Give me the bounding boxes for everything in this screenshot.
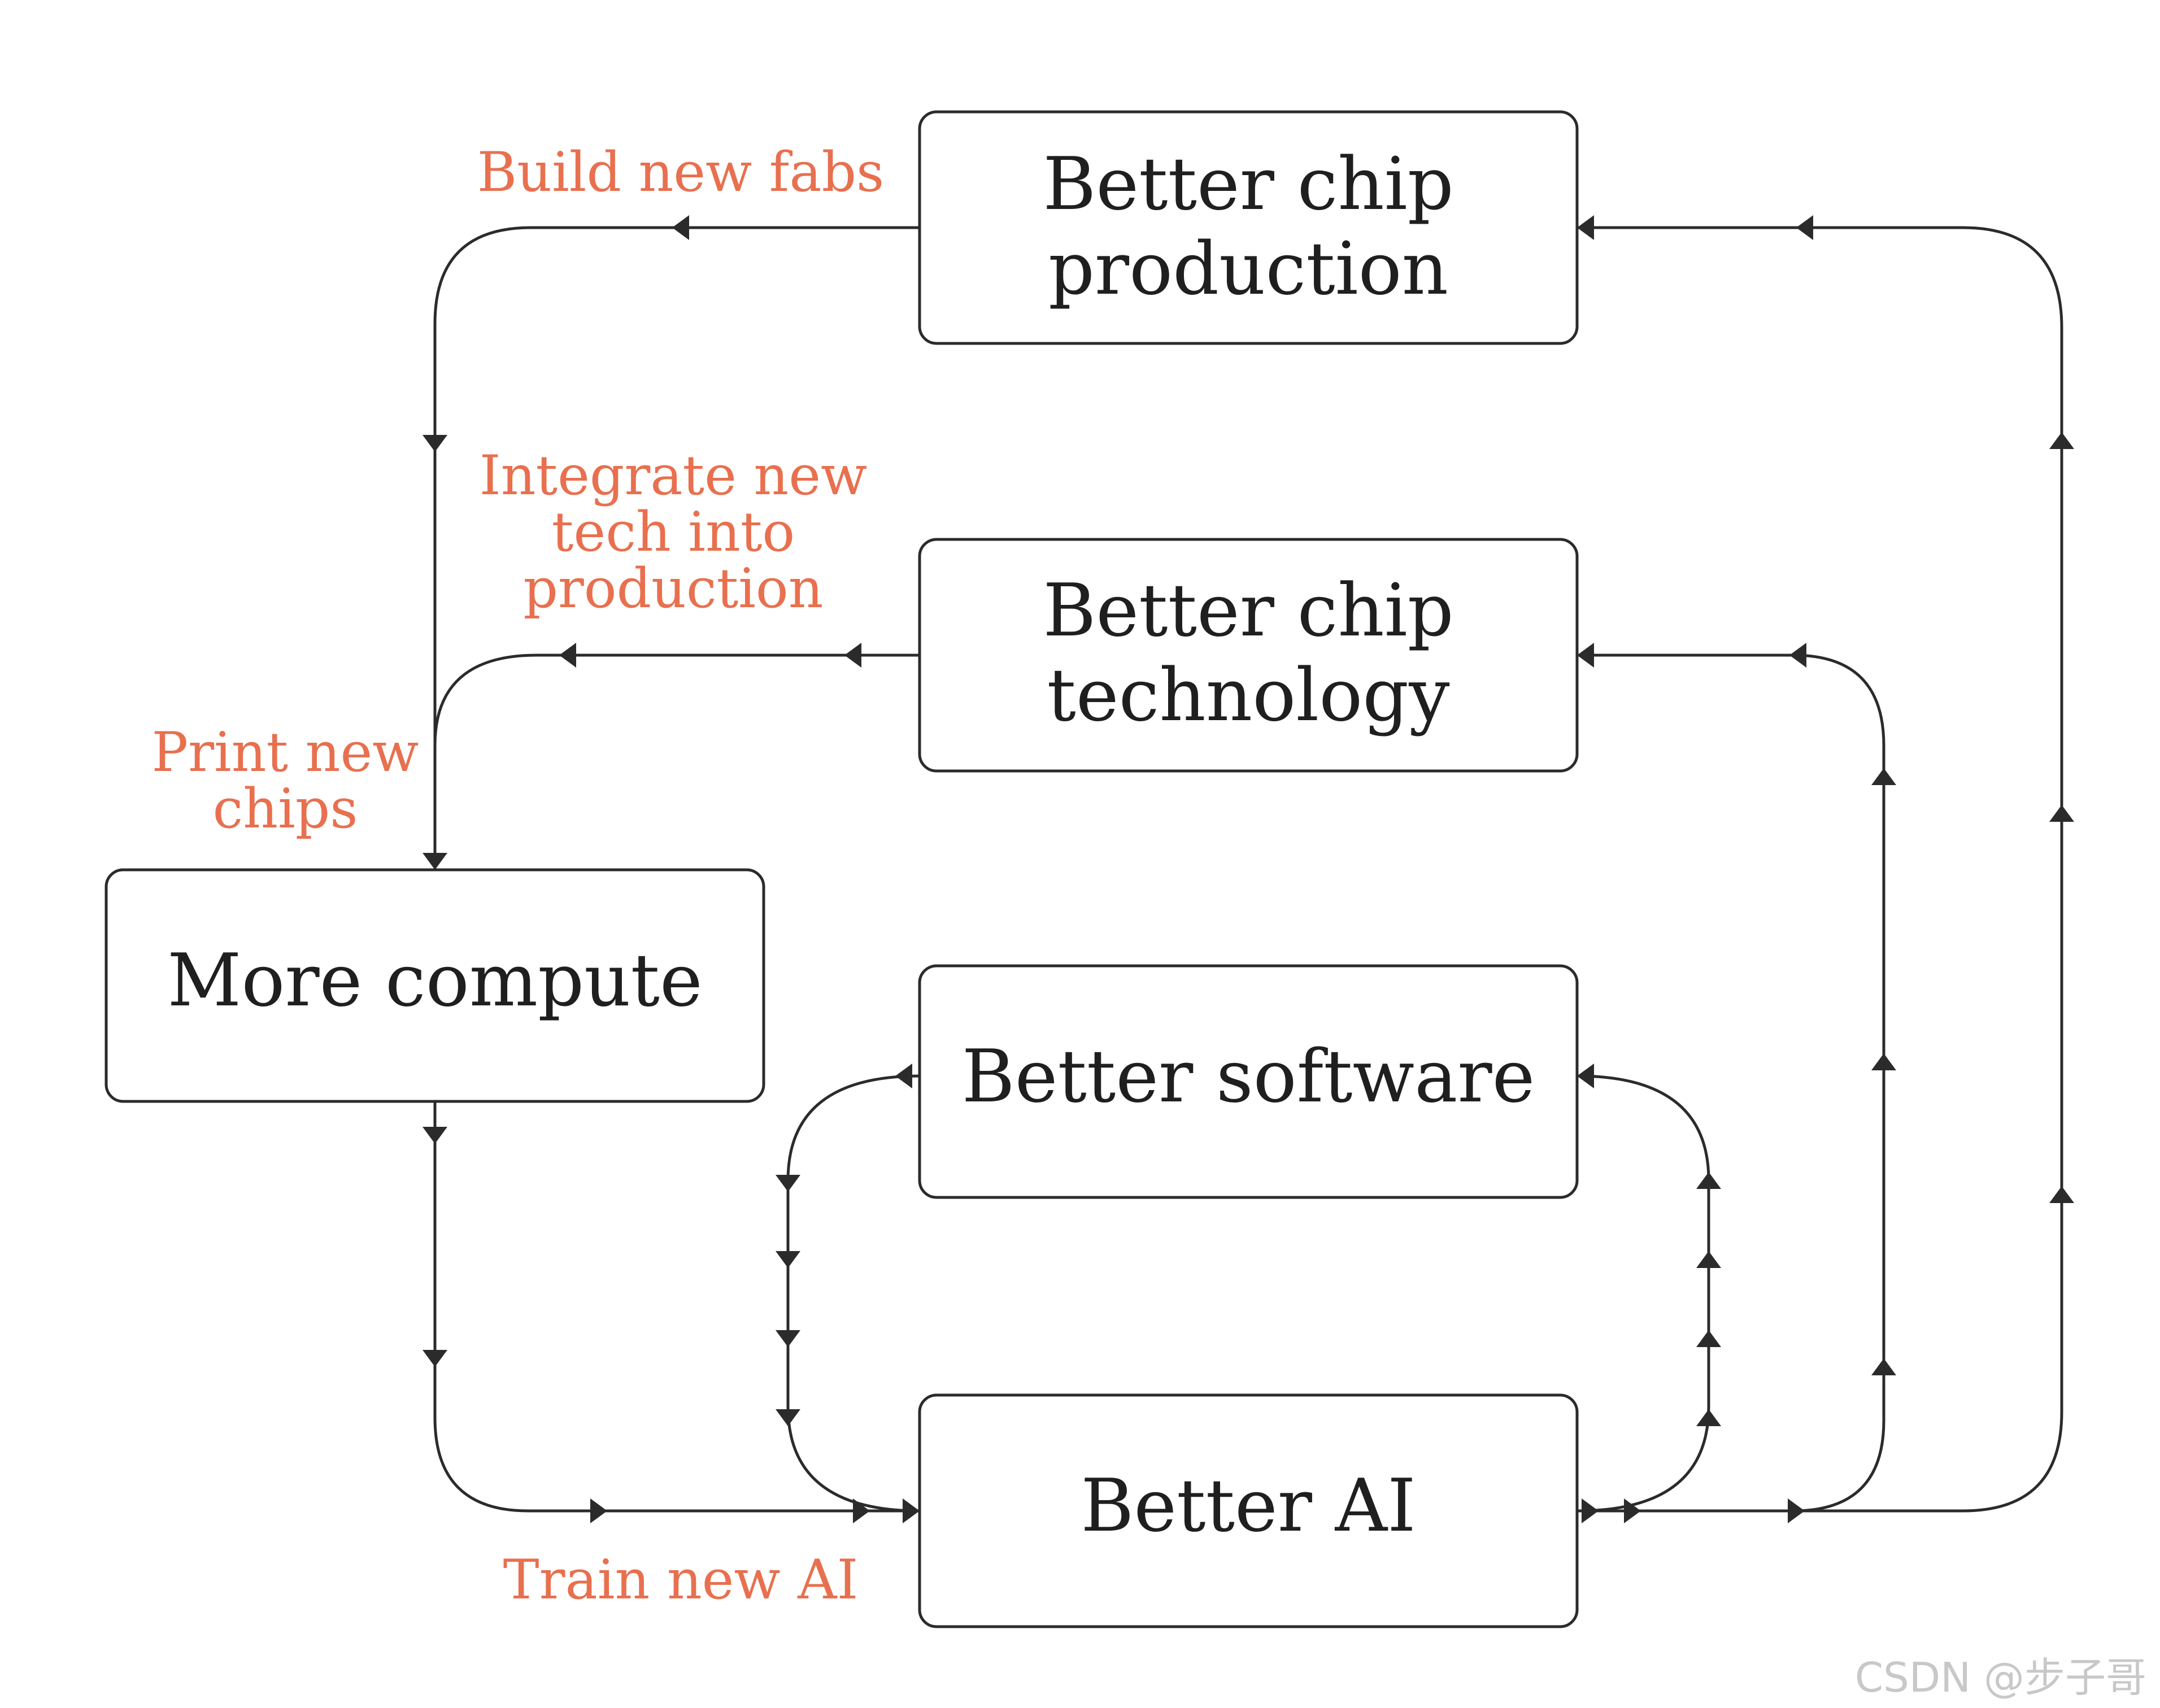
node-label-line1: Better chip	[1043, 142, 1453, 226]
node-better-chip-technology: Better chip technology	[918, 538, 1579, 773]
arrowhead-right	[1624, 1498, 1641, 1523]
arrowhead-left	[559, 643, 576, 668]
arrowhead-left	[672, 215, 689, 240]
arrowhead-left	[1577, 1064, 1594, 1088]
arrowhead-up	[2049, 805, 2074, 822]
arrowhead-up	[1696, 1330, 1721, 1347]
arrowhead-down	[776, 1409, 800, 1426]
arrowhead-up	[1696, 1251, 1721, 1268]
node-box	[918, 1393, 1579, 1628]
label-print-line1: Print new	[152, 721, 419, 784]
arrowhead-left	[1796, 215, 1813, 240]
arrowhead-up	[1871, 768, 1896, 785]
arrowhead-right	[853, 1498, 870, 1523]
node-better-ai: Better AI	[918, 1393, 1579, 1628]
node-label: Better AI	[1081, 1464, 1416, 1548]
edge-ai-to-technology	[1577, 653, 1885, 1513]
arrowhead-right	[590, 1498, 607, 1523]
arrowhead-left	[844, 643, 861, 668]
node-box	[918, 110, 1579, 345]
label-integrate-line2: tech into	[552, 500, 795, 564]
arrowhead-left	[895, 1064, 912, 1088]
arrowhead-up	[1696, 1409, 1721, 1426]
node-label: More compute	[167, 939, 702, 1023]
arrowhead-down	[776, 1251, 800, 1268]
arrowhead-down	[423, 435, 447, 452]
arrowhead-right	[1788, 1498, 1805, 1523]
arrowhead-up	[1871, 1358, 1896, 1375]
arrowhead-up	[1696, 1172, 1721, 1189]
node-label-line2: production	[1048, 227, 1448, 311]
label-print-line2: chips	[212, 777, 358, 840]
arrowhead-left	[1577, 215, 1594, 240]
arrowhead-down	[776, 1330, 800, 1347]
arrowhead-down	[423, 1127, 447, 1144]
node-better-software: Better software	[918, 964, 1579, 1199]
edge-production-to-compute	[433, 226, 920, 870]
arrowhead-right	[1582, 1498, 1599, 1523]
arrowhead-left	[1577, 643, 1594, 668]
edge-software-ai-left	[786, 1074, 920, 1513]
node-box	[918, 964, 1579, 1199]
edge-ai-to-production	[1577, 226, 2063, 1513]
arrowhead-down	[423, 853, 447, 870]
arrowhead-up	[1871, 1053, 1896, 1070]
arrowhead-down	[423, 1350, 447, 1367]
label-train-new-ai: Train new AI	[503, 1548, 859, 1611]
node-box	[918, 538, 1579, 773]
arrowhead-left	[1789, 643, 1806, 668]
watermark: CSDN @步子哥	[1855, 1654, 2146, 1701]
label-integrate-line3: production	[523, 557, 823, 620]
arrowhead-up	[2049, 1186, 2074, 1203]
node-more-compute: More compute	[104, 868, 765, 1103]
node-label-line1: Better chip	[1043, 569, 1453, 653]
node-better-chip-production: Better chip production	[918, 110, 1579, 345]
label-build-new-fabs: Build new fabs	[477, 141, 885, 204]
arrowhead-right	[903, 1498, 920, 1523]
arrowhead-down	[776, 1175, 800, 1192]
label-integrate-line1: Integrate new	[480, 444, 867, 507]
edge-technology-to-compute	[433, 653, 920, 746]
node-label: Better software	[962, 1035, 1535, 1119]
arrowhead-up	[2049, 432, 2074, 449]
edge-labels: Build new fabs Integrate new tech into p…	[152, 141, 885, 1611]
edge-compute-to-ai	[433, 1101, 920, 1513]
edge-software-ai-right	[1577, 1074, 1710, 1513]
node-box	[104, 868, 765, 1103]
edges	[433, 226, 2063, 1513]
arrowheads	[423, 215, 2074, 1523]
node-label-line2: technology	[1047, 653, 1449, 738]
